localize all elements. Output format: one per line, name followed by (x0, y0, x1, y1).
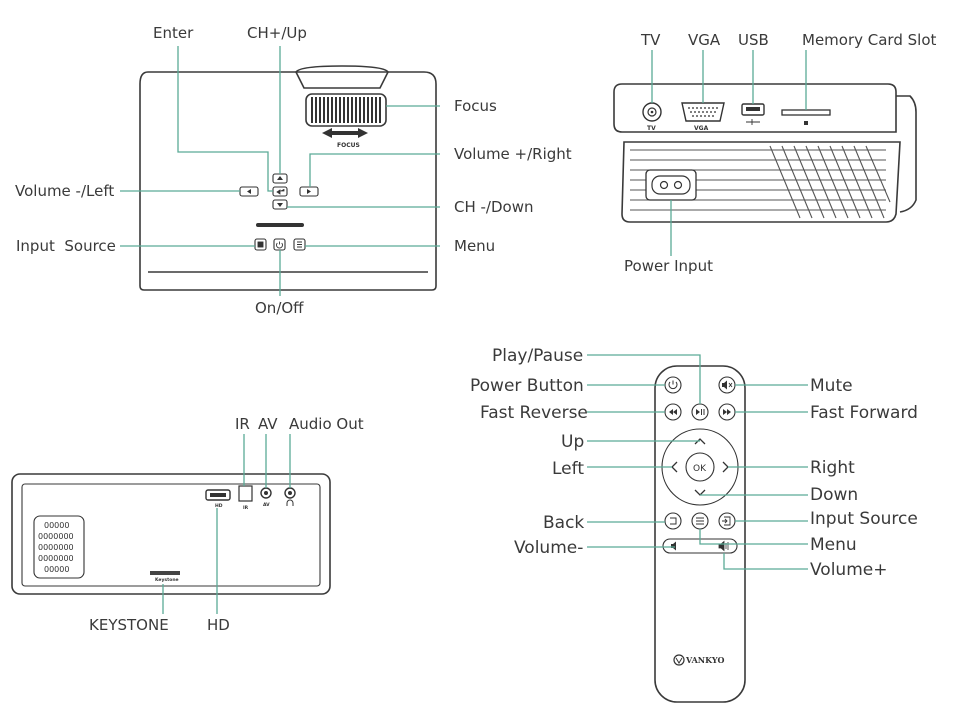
remote-leader-lines (587, 354, 808, 570)
ok-label: OK (693, 464, 707, 474)
svg-text:0000000: 0000000 (38, 554, 74, 563)
memory-card-slot-label: Memory Card Slot (802, 31, 936, 49)
fast-reverse-label: Fast Reverse (480, 403, 588, 423)
svg-text:HD: HD (215, 503, 223, 509)
side-view-labels: IR AV Audio Out KEYSTONE HD (89, 415, 364, 634)
remote-power-button[interactable] (664, 376, 682, 394)
side-view-device: 00000 0000000 0000000 0000000 00000 Keys… (11, 473, 331, 595)
focus-arrow-icon (322, 128, 368, 138)
back-label: Back (543, 513, 584, 533)
svg-text:0000000: 0000000 (38, 532, 74, 541)
play-pause-label: Play/Pause (492, 346, 583, 366)
back-view-leader-lines (651, 50, 807, 256)
focus-caption: FOCUS (337, 142, 360, 149)
volume-plus-label: Volume+ (810, 560, 887, 580)
brand-logo-icon (673, 654, 685, 666)
mute-label: Mute (810, 376, 853, 396)
volume-minus-icon (671, 541, 676, 551)
top-view-labels: Enter CH+/Up Focus Volume +/Right Volume… (15, 24, 572, 317)
volume-right-label: Volume +/Right (454, 145, 572, 163)
usb-icon (746, 119, 760, 125)
svg-text:Keystone: Keystone (155, 577, 179, 583)
input-source-icon (722, 516, 731, 526)
menu-icon (696, 517, 704, 525)
remote-input-source-label: Input Source (810, 509, 918, 529)
fast-reverse-icon (669, 409, 677, 415)
volume-minus-label: Volume- (514, 538, 583, 558)
keystone-label: KEYSTONE (89, 616, 169, 634)
svg-text:IR: IR (243, 505, 249, 511)
left-label: Left (552, 459, 584, 479)
vga-label: VGA (688, 31, 721, 49)
svg-text:00000: 00000 (44, 565, 69, 574)
usb-label: USB (738, 31, 769, 49)
play-pause-icon (696, 409, 705, 415)
focus-label: Focus (454, 97, 497, 115)
svg-text:00000: 00000 (44, 521, 69, 530)
input-source-label: Input Source (16, 237, 116, 255)
focus-wheel-ridges (311, 97, 381, 123)
back-button[interactable] (664, 512, 682, 530)
back-view-device: TV VGA (613, 83, 917, 223)
dpad-up-icon[interactable] (694, 438, 706, 445)
power-input-socket (645, 169, 697, 201)
memory-card-slot (781, 109, 831, 116)
ch-down-label: CH -/Down (454, 198, 534, 216)
panel-slot (256, 223, 304, 227)
keystone-slider (150, 571, 180, 575)
menu-label: Menu (454, 237, 495, 255)
back-icon (670, 517, 677, 525)
brand-name: VANKYO (685, 655, 725, 665)
hd-label: HD (207, 616, 230, 634)
up-label: Up (561, 432, 584, 452)
ir-label: IR (235, 415, 250, 433)
ir-receiver (238, 485, 253, 502)
ch-up-label: CH+/Up (247, 24, 307, 42)
top-view-device: FOCUS (139, 65, 437, 291)
down-label: Down (810, 485, 858, 505)
svg-text:VGA: VGA (694, 125, 709, 132)
back-view-labels: TV VGA USB Memory Card Slot Power Input (624, 31, 936, 275)
speaker-grille (33, 515, 85, 579)
audio-out-label: Audio Out (289, 415, 364, 433)
svg-text:AV: AV (263, 502, 270, 508)
on-off-label: On/Off (255, 299, 304, 317)
fast-forward-label: Fast Forward (810, 403, 918, 423)
right-label: Right (810, 458, 855, 478)
tv-label: TV (640, 31, 661, 49)
headphone-icon (286, 499, 294, 506)
side-view-leader-lines (162, 434, 291, 614)
mute-icon (722, 380, 727, 390)
top-view-leader-lines (120, 46, 440, 296)
power-input-label: Power Input (624, 257, 713, 275)
remote-menu-label: Menu (810, 535, 857, 555)
volume-left-label: Volume -/Left (15, 182, 114, 200)
remote-labels: Play/Pause Power Button Fast Reverse Up … (470, 346, 918, 580)
ok-button[interactable] (685, 452, 715, 482)
svg-text:0000000: 0000000 (38, 543, 74, 552)
power-button-label: Power Button (470, 376, 584, 396)
av-label: AV (258, 415, 278, 433)
fast-forward-icon (723, 409, 731, 415)
svg-text:TV: TV (647, 125, 656, 132)
enter-label: Enter (153, 24, 194, 42)
